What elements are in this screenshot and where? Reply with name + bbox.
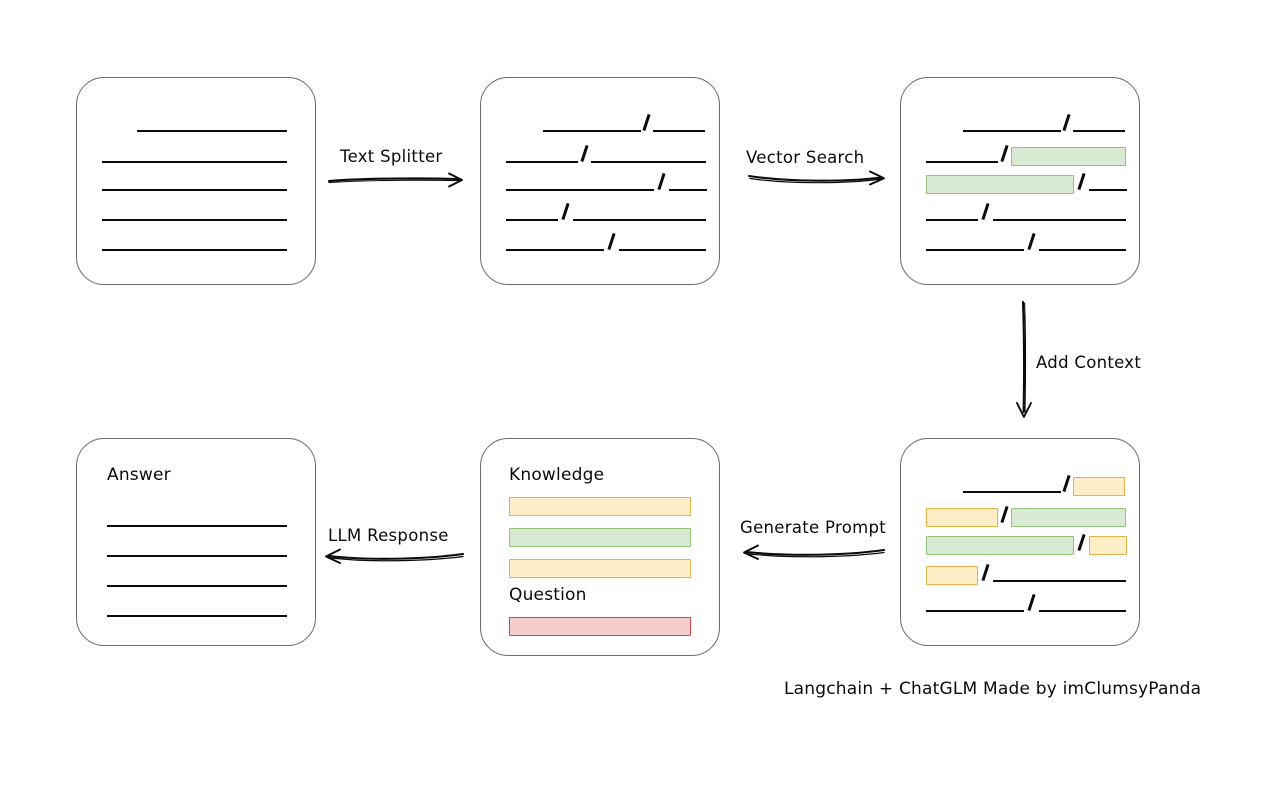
edge-label-llm-response: LLM Response (328, 526, 449, 545)
text-line (107, 555, 287, 557)
node-context-document[interactable] (900, 438, 1140, 646)
prompt-content: Knowledge Question (481, 439, 719, 655)
segment-separator (999, 144, 1009, 163)
context-document-content (901, 439, 1139, 645)
chunk-green (1011, 147, 1126, 166)
chunk-green (926, 536, 1074, 555)
node-prompt[interactable]: Knowledge Question (480, 438, 720, 656)
question-label: Question (509, 585, 587, 605)
vector-matched-document-content (901, 78, 1139, 284)
arrow-llm-response (325, 548, 465, 564)
chunk-green (926, 175, 1074, 194)
knowledge-bar-3 (509, 559, 691, 578)
text-line (591, 161, 706, 163)
chunk-yellow (1089, 536, 1127, 555)
segment-separator (980, 563, 990, 582)
text-line (963, 491, 1061, 493)
text-line (993, 219, 1126, 221)
text-line (137, 130, 287, 132)
segment-separator (560, 202, 570, 221)
segment-separator (1076, 172, 1086, 191)
text-line (926, 249, 1024, 251)
text-line (102, 161, 287, 163)
segment-separator (1026, 593, 1036, 612)
text-line (102, 249, 287, 251)
text-line (107, 585, 287, 587)
chunk-yellow (926, 566, 978, 585)
source-document-content (77, 78, 315, 284)
text-line (619, 249, 706, 251)
edge-label-text-splitter: Text Splitter (340, 147, 443, 166)
text-line (963, 130, 1061, 132)
chunk-green (1011, 508, 1126, 527)
answer-lines (77, 439, 315, 645)
node-vector-matched-document[interactable] (900, 77, 1140, 285)
arrow-generate-prompt (743, 544, 886, 560)
segment-separator (980, 202, 990, 221)
text-line (1089, 189, 1127, 191)
answer-content: Answer (77, 439, 315, 645)
arrow-vector-search (747, 170, 885, 186)
text-line (573, 219, 706, 221)
knowledge-label: Knowledge (509, 465, 605, 485)
text-line (102, 189, 287, 191)
segment-separator (642, 113, 651, 132)
text-line (1039, 610, 1126, 612)
text-line (926, 161, 998, 163)
segment-separator (1026, 232, 1036, 251)
node-source-document[interactable] (76, 77, 316, 285)
segment-separator (1062, 474, 1071, 493)
text-line (107, 615, 287, 617)
answer-label: Answer (107, 465, 171, 485)
text-line (1039, 249, 1126, 251)
text-line (107, 525, 287, 527)
segment-separator (656, 172, 666, 191)
segment-separator (606, 232, 616, 251)
text-line (506, 219, 558, 221)
node-answer[interactable]: Answer (76, 438, 316, 646)
text-line (506, 189, 654, 191)
text-line (926, 219, 978, 221)
text-line (506, 249, 604, 251)
text-line (102, 219, 287, 221)
question-bar-1 (509, 617, 691, 636)
text-line (1073, 130, 1125, 132)
split-document-content (481, 78, 719, 284)
text-line (669, 189, 707, 191)
text-line (653, 130, 705, 132)
segment-separator (579, 144, 589, 163)
text-line (506, 161, 578, 163)
segment-separator (999, 505, 1009, 524)
knowledge-bars (481, 439, 719, 655)
edge-label-add-context: Add Context (1036, 353, 1142, 372)
knowledge-bar-1 (509, 497, 691, 516)
knowledge-bar-2 (509, 528, 691, 547)
arrow-add-context (1016, 300, 1032, 418)
diagram-caption: Langchain + ChatGLM Made by imClumsyPand… (784, 679, 1202, 699)
question-bars (481, 439, 719, 655)
text-line (926, 610, 1024, 612)
segment-separator (1076, 533, 1086, 552)
segment-separator (1062, 113, 1071, 132)
edge-label-vector-search: Vector Search (746, 148, 865, 167)
chunk-yellow (1073, 477, 1125, 496)
chunk-yellow (926, 508, 998, 527)
edge-label-generate-prompt: Generate Prompt (740, 518, 886, 537)
text-line (543, 130, 641, 132)
node-split-document[interactable] (480, 77, 720, 285)
text-line (993, 580, 1126, 582)
arrow-text-splitter (327, 172, 463, 188)
